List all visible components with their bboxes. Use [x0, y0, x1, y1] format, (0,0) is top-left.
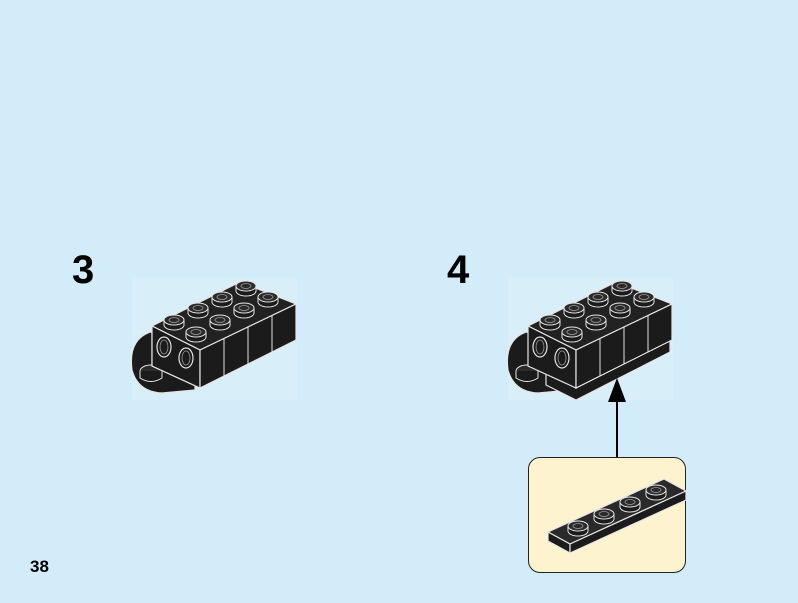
page-number: 38 [30, 557, 49, 576]
step-number-4: 4 [447, 248, 470, 292]
step-number-3: 3 [72, 248, 95, 292]
